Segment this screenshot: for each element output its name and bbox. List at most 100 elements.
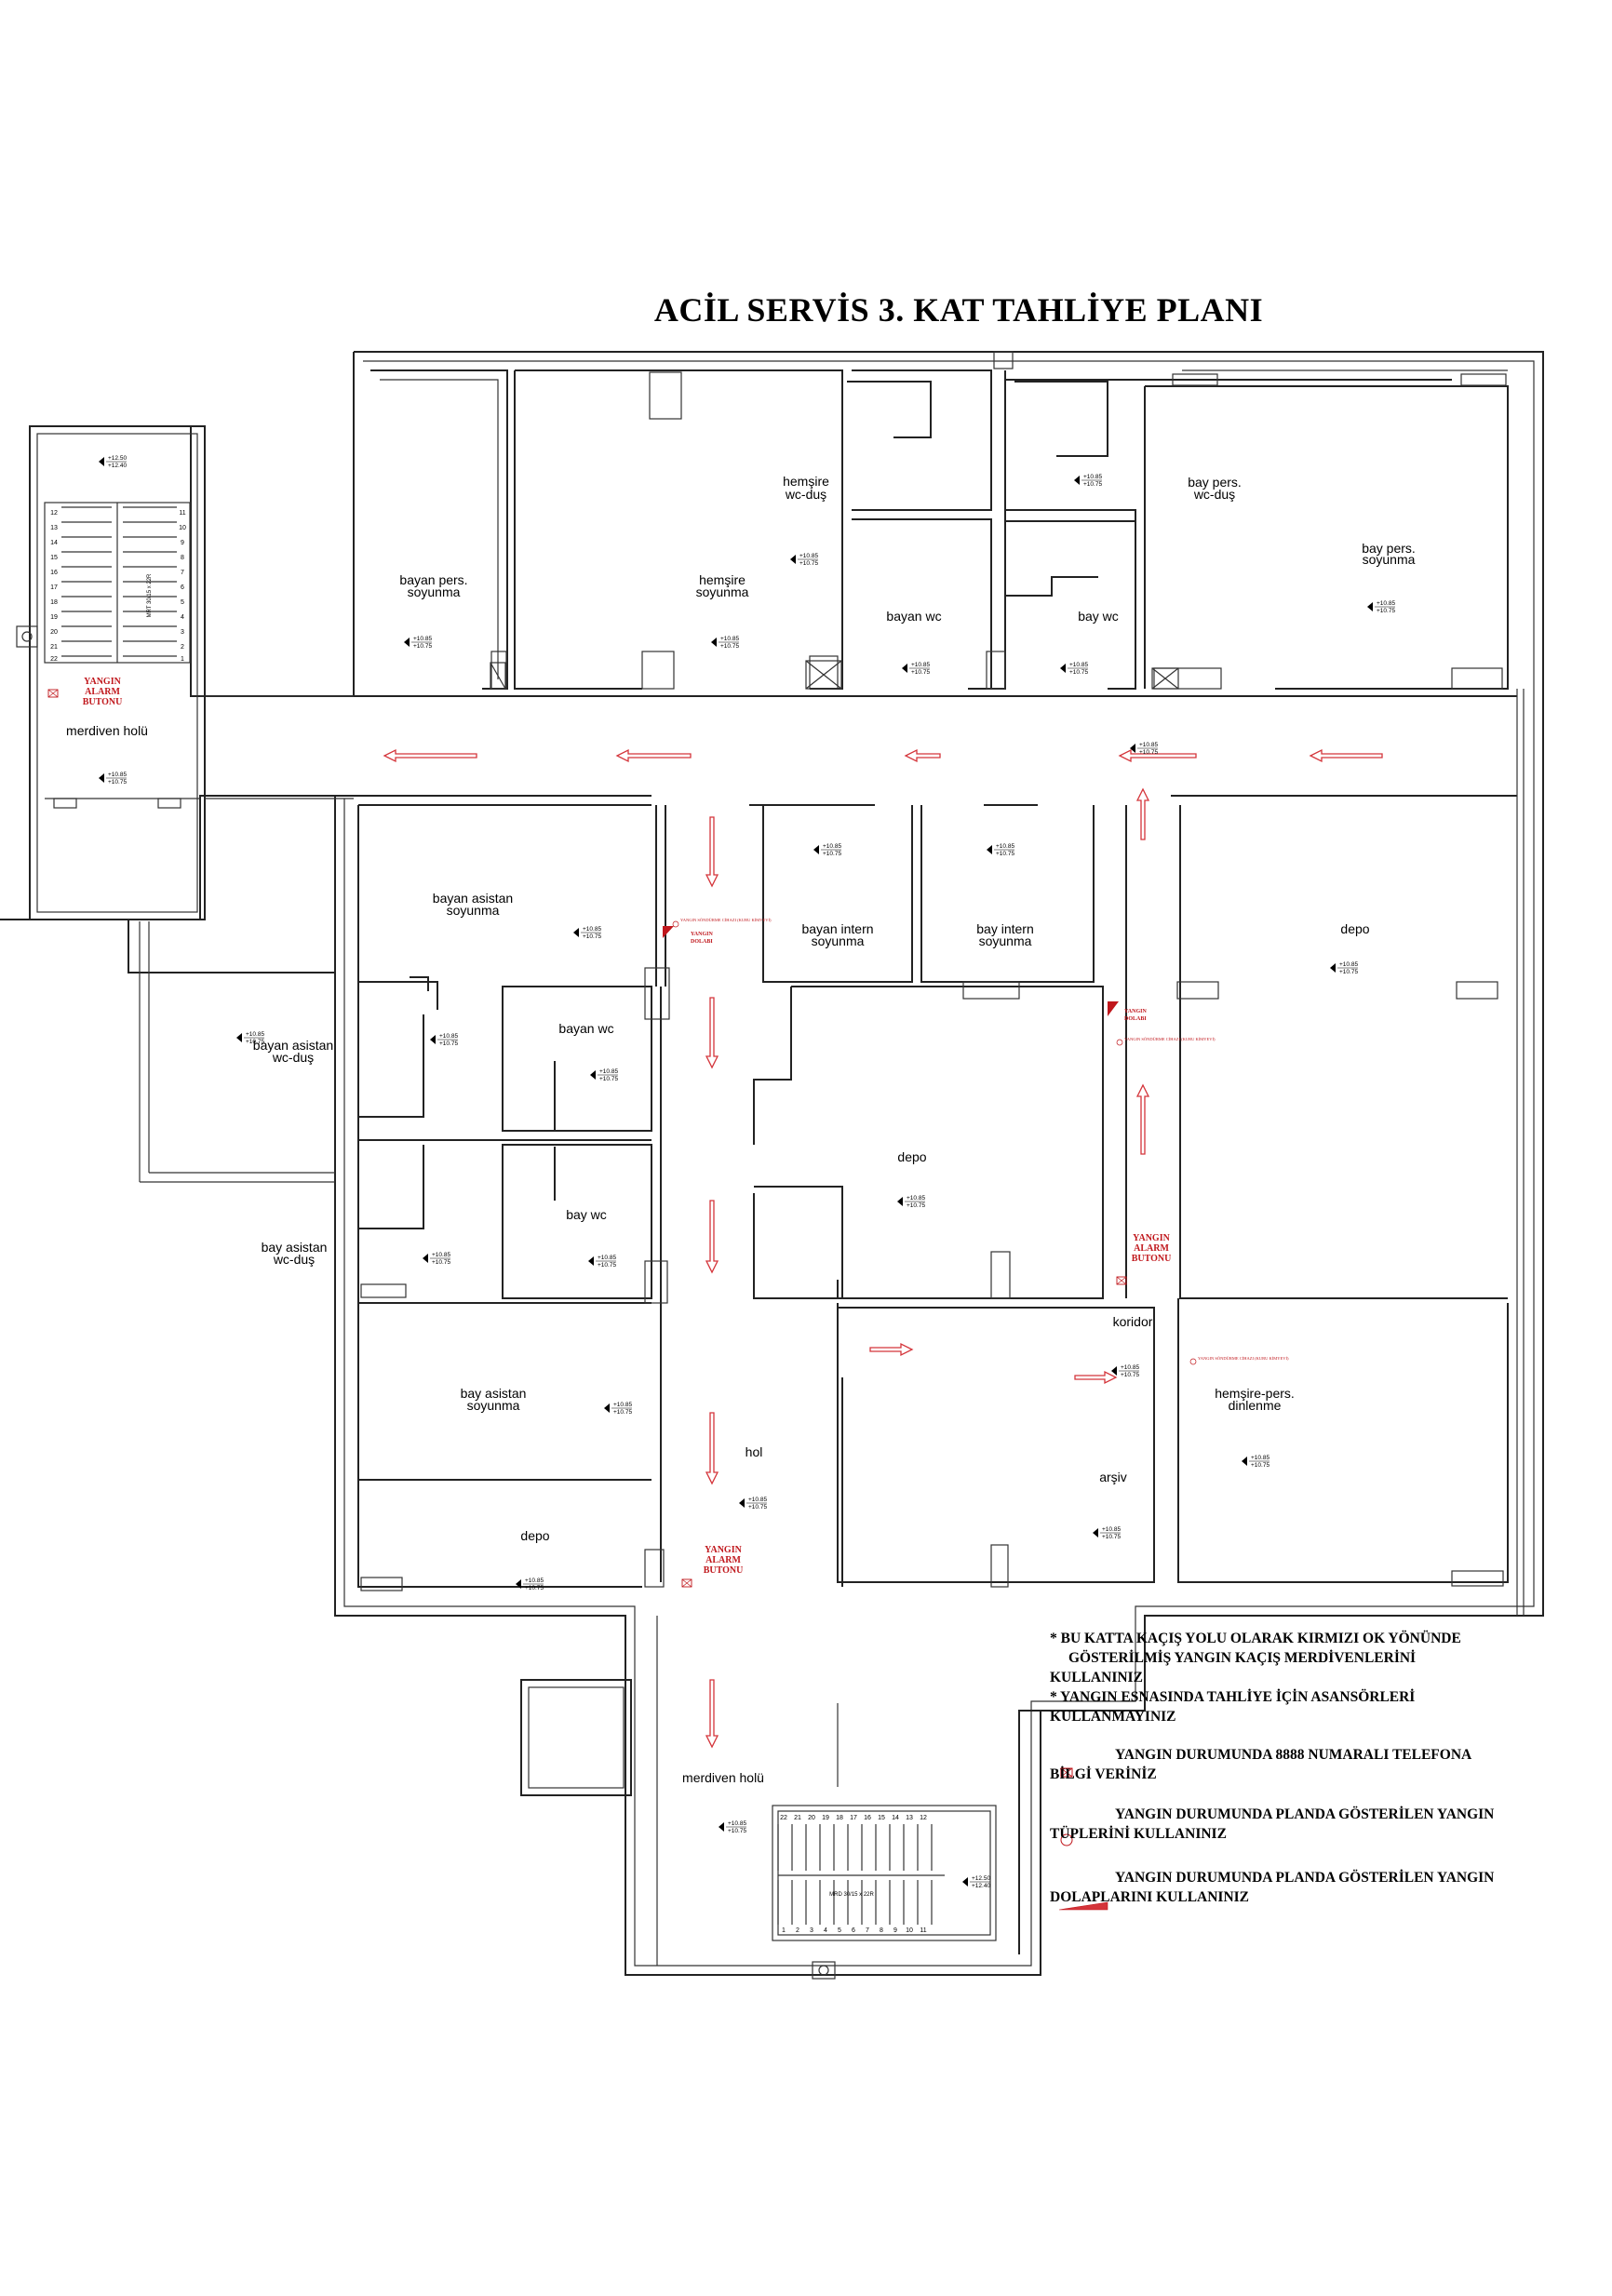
svg-text:+10.75: +10.75	[720, 643, 739, 650]
svg-text:+10.85: +10.85	[728, 1820, 746, 1827]
room-label: koridor	[1113, 1314, 1153, 1329]
svg-text:ALARM: ALARM	[85, 687, 120, 697]
bottom-stair-treads	[777, 1824, 933, 1925]
level-marker: +10.85+10.75	[813, 843, 841, 857]
svg-text:+10.85: +10.85	[823, 843, 841, 850]
stair-step-number: 1	[181, 656, 184, 663]
svg-text:+12.40: +12.40	[972, 1883, 990, 1889]
svg-text:+10.85: +10.85	[1083, 474, 1102, 480]
stair-step-number: 17	[50, 584, 58, 591]
level-marker: +10.85+10.75	[790, 553, 818, 567]
level-marker: +10.85+10.75	[1093, 1526, 1121, 1540]
stair-dimension: MRT 30/15 x 22R	[147, 573, 153, 617]
svg-text:BUTONU: BUTONU	[704, 1565, 744, 1576]
room-label: bayan intern	[801, 921, 873, 936]
svg-text:+10.85: +10.85	[748, 1497, 767, 1503]
svg-text:+10.85: +10.85	[1102, 1526, 1121, 1533]
evac-arrow-down-icon	[705, 997, 719, 1069]
stair-step-number: 22	[50, 656, 58, 663]
room-label: wc-duş	[272, 1050, 314, 1065]
fire-extinguisher-right: YANGIN SÖNDÜRME CİHAZI (KURU KİMYEVİ)	[1189, 1356, 1289, 1365]
svg-text:+10.85: +10.85	[413, 636, 432, 642]
evac-arrow-right-icon	[869, 1342, 914, 1357]
svg-text:+10.85: +10.85	[1069, 662, 1088, 668]
top-row-walls	[370, 369, 1509, 690]
alarm-button-icon	[1116, 1276, 1127, 1285]
level-marker: +10.85+10.75	[987, 843, 1014, 857]
fire-cabinet-icon	[1108, 1001, 1119, 1016]
svg-text:+12.50: +12.50	[108, 455, 127, 462]
room-label: bay asistan	[262, 1240, 328, 1255]
svg-text:+10.75: +10.75	[108, 779, 127, 785]
evac-arrow-down-icon	[705, 1679, 719, 1749]
bottom-stair-block	[520, 1616, 1041, 1980]
room-label: bayan asistan	[433, 891, 513, 906]
stair-step-number: 19	[822, 1815, 829, 1821]
svg-text:+10.85: +10.85	[599, 1068, 618, 1075]
svg-text:+10.75: +10.75	[246, 1039, 264, 1045]
room-label: bayan asistan	[253, 1038, 333, 1053]
svg-text:+10.75: +10.75	[1139, 749, 1158, 756]
middle-walls	[200, 695, 1517, 1588]
level-marker: +10.85+10.75	[573, 926, 601, 940]
stair-step-number: 20	[50, 629, 58, 636]
stair-step-number: 5	[838, 1927, 841, 1934]
room-label: bay asistan	[461, 1386, 527, 1401]
stair-step-number: 9	[181, 540, 184, 546]
stair-step-number: 3	[810, 1927, 813, 1934]
svg-text:+10.85: +10.85	[1339, 961, 1358, 968]
legend-line: KULLANINIZ	[1050, 1670, 1143, 1685]
stair-step-number: 4	[181, 614, 184, 621]
room-label: bay wc	[1078, 609, 1119, 624]
top-row-fixtures	[490, 351, 1507, 690]
evac-arrow-left-icon	[904, 748, 941, 763]
svg-text:YANGIN SÖNDÜRME CİHAZI (KURU K: YANGIN SÖNDÜRME CİHAZI (KURU KİMYEVİ)	[680, 918, 772, 922]
svg-text:DOLABI: DOLABI	[1124, 1016, 1147, 1022]
legend-line: YANGIN DURUMUNDA 8888 NUMARALI TELEFONA	[1115, 1747, 1472, 1763]
svg-text:+10.75: +10.75	[823, 851, 841, 857]
svg-text:+10.85: +10.85	[720, 636, 739, 642]
stair-step-number: 21	[50, 644, 58, 651]
fire-cabinet-icon	[663, 926, 674, 938]
fire-alarm-hol: YANGIN ALARM BUTONU	[681, 1545, 744, 1588]
stair-step-number: 17	[850, 1815, 857, 1821]
room-label: bay intern	[976, 921, 1033, 936]
stair-step-number: 7	[181, 570, 184, 576]
evac-arrow-left-icon	[1118, 748, 1197, 763]
level-marker: +10.85+10.75	[423, 1252, 450, 1266]
stair-step-number: 14	[50, 540, 58, 546]
level-marker: +10.85+10.75	[590, 1068, 618, 1082]
svg-text:+10.75: +10.75	[432, 1259, 450, 1266]
stair-step-number: 13	[50, 525, 58, 531]
svg-text:DOLABI: DOLABI	[691, 939, 713, 945]
legend-line: YANGIN DURUMUNDA PLANDA GÖSTERİLEN YANGI…	[1115, 1870, 1495, 1886]
svg-text:ALARM: ALARM	[1134, 1243, 1169, 1254]
left-stair-block	[16, 425, 335, 1183]
svg-text:+10.85: +10.85	[1251, 1455, 1269, 1461]
svg-text:+10.75: +10.75	[1083, 481, 1102, 488]
stair-step-number: 20	[808, 1815, 815, 1821]
room-labels: bayan pers. soyunma hemşire soyunma hemş…	[66, 474, 1416, 1785]
fire-alarm-middle: YANGIN ALARM BUTONU	[1116, 1233, 1171, 1285]
stair-step-number: 10	[906, 1927, 913, 1934]
svg-text:YANGIN: YANGIN	[84, 677, 121, 687]
svg-text:+10.85: +10.85	[525, 1578, 544, 1584]
legend-line: * YANGIN ESNASINDA TAHLİYE İÇİN ASANSÖRL…	[1050, 1689, 1416, 1705]
stair-step-number: 3	[181, 629, 184, 636]
svg-text:+10.85: +10.85	[598, 1255, 616, 1261]
level-marker: +10.85+10.75	[1242, 1455, 1269, 1469]
alarm-button-icon	[47, 689, 59, 698]
room-label: bay pers.	[1362, 541, 1416, 556]
evac-arrow-left-icon	[1309, 748, 1383, 763]
svg-text:+10.75: +10.75	[613, 1409, 632, 1416]
legend-line: YANGIN DURUMUNDA PLANDA GÖSTERİLEN YANGI…	[1115, 1806, 1495, 1822]
stair-step-number: 12	[920, 1815, 927, 1821]
room-label: arşiv	[1099, 1470, 1127, 1484]
legend-line: BİLGİ VERİNİZ	[1050, 1766, 1157, 1782]
stair-step-number: 16	[864, 1815, 871, 1821]
room-label: hemşire	[699, 572, 746, 587]
svg-text:YANGIN: YANGIN	[691, 932, 713, 937]
svg-text:YANGIN SÖNDÜRME CİHAZI (KURU K: YANGIN SÖNDÜRME CİHAZI (KURU KİMYEVİ)	[1124, 1037, 1216, 1041]
stair-step-number: 2	[796, 1927, 799, 1934]
